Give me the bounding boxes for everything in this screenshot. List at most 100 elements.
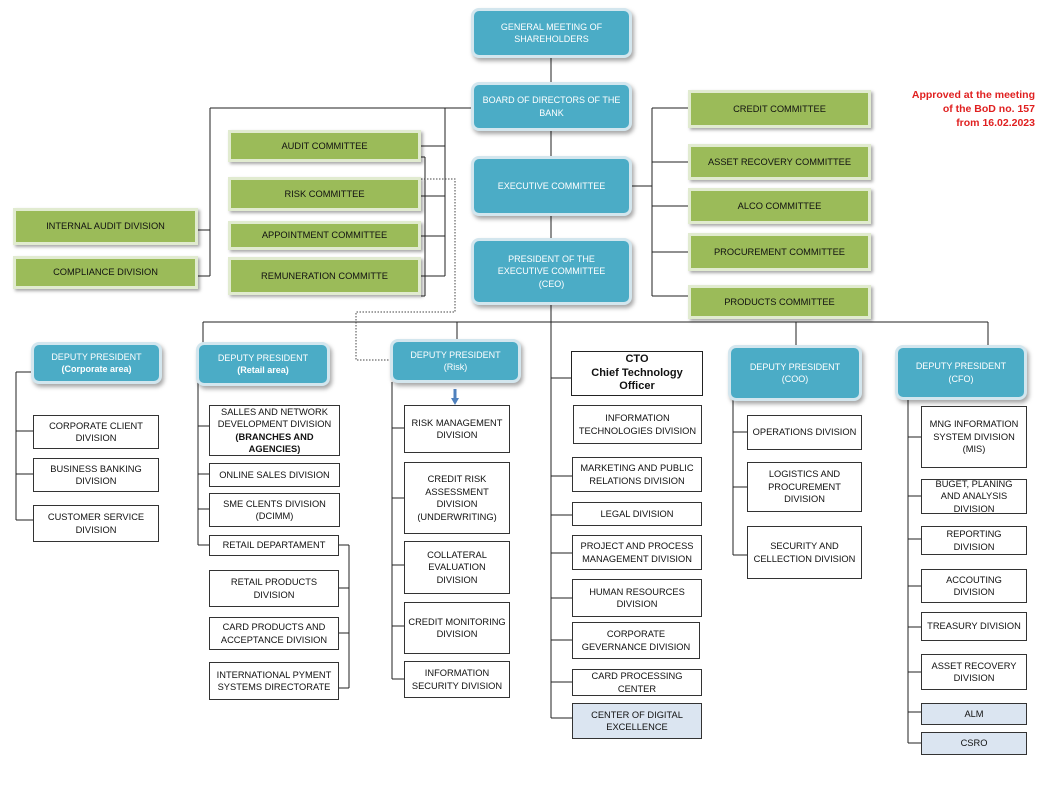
deputy-risk-box: DEPUTY PRESIDENT (Risk): [390, 339, 521, 383]
approval-line1: Approved at the meeting: [911, 89, 1035, 101]
internal-audit-division-label: INTERNAL AUDIT DIVISION: [46, 221, 165, 232]
card-products-division-box: CARD PRODUCTS AND ACCEPTANCE DIVISION: [209, 617, 339, 650]
mis-division-box: MNG INFORMATION SYSTEM DIVISION (MIS): [921, 406, 1027, 468]
approval-line3: from 16.02.2023: [956, 117, 1035, 129]
operations-division-label: OPERATIONS DIVISION: [752, 427, 857, 438]
sme-clients-division-box: SME CLENTS DIVISION (DCIMM): [209, 493, 340, 527]
reporting-division-box: REPORTING DIVISION: [921, 526, 1027, 555]
general-meeting-box: GENERAL MEETING OF SHAREHOLDERS: [471, 8, 632, 58]
alco-committee-box: ALCO COMMITTEE: [688, 188, 871, 224]
ceo-label-line1: PRESIDENT OF THE: [508, 253, 595, 264]
credit-risk-assessment-division-box: CREDIT RISK ASSESSMENT DIVISION (UNDERWR…: [404, 462, 510, 534]
products-committee-box: PRODUCTS COMMITTEE: [688, 285, 871, 319]
deputy-corporate-area: (Corporate area): [61, 364, 132, 374]
salles-network-division-label: SALLES AND NETWORK DEVELOPMENT DIVISION: [217, 406, 332, 430]
credit-monitoring-division-box: CREDIT MONITORING DIVISION: [404, 602, 510, 654]
compliance-division-label: COMPLIANCE DIVISION: [53, 267, 158, 278]
underwriting-label: (UNDERWRITING): [417, 511, 497, 522]
online-sales-division-label: ONLINE SALES DIVISION: [219, 469, 330, 480]
retail-department-label: RETAIL DEPARTAMENT: [222, 540, 326, 551]
business-banking-division-box: BUSINESS BANKING DIVISION: [33, 458, 159, 492]
internal-audit-division-box: INTERNAL AUDIT DIVISION: [13, 208, 198, 245]
appointment-committee-label: APPOINTMENT COMMITTEE: [261, 230, 388, 241]
retail-products-division-box: RETAIL PRODUCTS DIVISION: [209, 570, 339, 607]
project-process-division-box: PROJECT AND PROCESS MANAGEMENT DIVISION: [572, 535, 702, 570]
remuneration-committee-box: REMUNERATION COMMITTE: [228, 257, 421, 295]
deputy-coo-area: (COO): [781, 374, 809, 384]
credit-committee-label: CREDIT COMMITTEE: [733, 103, 826, 114]
sme-clients-code-label: (DCIMM): [255, 511, 294, 521]
human-resources-division-label: HUMAN RESOURCES DIVISION: [589, 586, 685, 610]
audit-committee-label: AUDIT COMMITTEE: [281, 140, 368, 151]
information-security-division-box: INFORMATION SECURITY DIVISION: [404, 661, 510, 698]
retail-products-division-label: RETAIL PRODUCTS DIVISION: [230, 577, 318, 600]
deputy-corporate-title: DEPUTY PRESIDENT: [51, 351, 142, 362]
legal-division-box: LEGAL DIVISION: [572, 502, 702, 526]
cto-subtitle: Chief Technology Officer: [591, 366, 683, 393]
products-committee-label: PRODUCTS COMMITTEE: [724, 296, 835, 307]
csro-label: CSRO: [960, 738, 988, 749]
logistics-procurement-division-box: LOGISTICS AND PROCUREMENT DIVISION: [747, 462, 862, 512]
deputy-corporate-box: DEPUTY PRESIDENT (Corporate area): [31, 342, 162, 384]
center-digital-excellence-label: CENTER OF DIGITAL EXCELLENCE: [591, 709, 683, 733]
retail-department-box: RETAIL DEPARTAMENT: [209, 535, 339, 556]
credit-risk-assessment-division-label: CREDIT RISK ASSESSMENT DIVISION: [425, 474, 489, 509]
remuneration-committee-label: REMUNERATION COMMITTE: [261, 270, 388, 281]
alm-box: ALM: [921, 703, 1027, 725]
card-processing-center-label: CARD PROCESSING CENTER: [591, 671, 683, 694]
compliance-division-box: COMPLIANCE DIVISION: [13, 256, 198, 289]
csro-box: CSRO: [921, 732, 1027, 755]
credit-monitoring-division-label: CREDIT MONITORING DIVISION: [408, 616, 506, 640]
corporate-governance-division-box: CORPORATE GEVERNANCE DIVISION: [572, 622, 700, 659]
cto-box: CTO Chief Technology Officer: [571, 351, 703, 396]
center-digital-excellence-box: CENTER OF DIGITAL EXCELLENCE: [572, 703, 702, 739]
asset-recovery-committee-box: ASSET RECOVERY COMMITTEE: [688, 144, 871, 180]
risk-committee-box: RISK COMMITTEE: [228, 177, 421, 211]
executive-committee-label: EXECUTIVE COMMITTEE: [497, 180, 606, 191]
customer-service-division-label: CUSTOMER SERVICE DIVISION: [47, 512, 145, 535]
deputy-retail-area: (Retail area): [237, 365, 289, 375]
collateral-evaluation-division-box: COLLATERAL EVALUATION DIVISION: [404, 541, 510, 594]
ceo-label-line3: (CEO): [538, 278, 565, 289]
corporate-governance-division-label: CORPORATE GEVERNANCE DIVISION: [581, 629, 691, 652]
ceo-box: PRESIDENT OF THE EXECUTIVE COMMITTEE (CE…: [471, 238, 632, 305]
risk-management-division-label: RISK MANAGEMENT DIVISION: [411, 417, 503, 441]
procurement-committee-box: PROCUREMENT COMMITTEE: [688, 233, 871, 271]
marketing-pr-division-box: MARKETING AND PUBLIC RELATIONS DIVISION: [572, 457, 702, 492]
mis-code-label: (MIS): [962, 444, 986, 455]
project-process-division-label: PROJECT AND PROCESS MANAGEMENT DIVISION: [580, 541, 694, 564]
mis-division-label: MNG INFORMATION SYSTEM DIVISION: [929, 419, 1019, 442]
information-technologies-division-label: INFORMATION TECHNOLOGIES DIVISION: [578, 413, 697, 436]
budget-planning-division-box: BUGET, PLANING AND ANALYSIS DIVISION: [921, 479, 1027, 514]
deputy-cfo-box: DEPUTY PRESIDENT (CFO): [895, 345, 1027, 400]
asset-recovery-division-box: ASSET RECOVERY DIVISION: [921, 654, 1027, 690]
legal-division-label: LEGAL DIVISION: [600, 508, 674, 519]
deputy-coo-box: DEPUTY PRESIDENT (COO): [728, 345, 862, 401]
general-meeting-label: GENERAL MEETING OF SHAREHOLDERS: [500, 21, 603, 45]
operations-division-box: OPERATIONS DIVISION: [747, 415, 862, 450]
board-of-directors-box: BOARD OF DIRECTORS OF THE BANK: [471, 82, 632, 131]
deputy-cfo-area: (CFO): [948, 373, 974, 384]
alm-label: ALM: [964, 708, 984, 719]
security-collection-division-label: SECURITY AND CELLECTION DIVISION: [753, 541, 856, 564]
security-collection-division-box: SECURITY AND CELLECTION DIVISION: [747, 526, 862, 579]
alco-committee-label: ALCO COMMITTEE: [737, 200, 822, 211]
online-sales-division-box: ONLINE SALES DIVISION: [209, 463, 340, 487]
treasury-division-label: TREASURY DIVISION: [927, 621, 1021, 632]
logistics-procurement-division-label: LOGISTICS AND PROCUREMENT DIVISION: [768, 469, 841, 505]
corporate-client-division-label: CORPORATE CLIENT DIVISION: [49, 420, 143, 444]
deputy-cfo-title: DEPUTY PRESIDENT: [915, 361, 1007, 371]
customer-service-division-box: CUSTOMER SERVICE DIVISION: [33, 505, 159, 542]
board-of-directors-label: BOARD OF DIRECTORS OF THE BANK: [482, 95, 621, 118]
asset-recovery-division-label: ASSET RECOVERY DIVISION: [931, 660, 1017, 684]
executive-committee-box: EXECUTIVE COMMITTEE: [471, 156, 632, 216]
appointment-committee-box: APPOINTMENT COMMITTEE: [228, 221, 421, 250]
accounting-division-label: ACCOUTING DIVISION: [946, 574, 1002, 598]
card-processing-center-box: CARD PROCESSING CENTER: [572, 669, 702, 696]
salles-network-division-box: SALLES AND NETWORK DEVELOPMENT DIVISION …: [209, 405, 340, 456]
approval-note: Approved at the meeting of the BoD no. 1…: [912, 88, 1035, 130]
information-technologies-division-box: INFORMATION TECHNOLOGIES DIVISION: [573, 405, 702, 444]
deputy-retail-box: DEPUTY PRESIDENT (Retail area): [196, 342, 330, 386]
credit-committee-box: CREDIT COMMITTEE: [688, 90, 871, 128]
